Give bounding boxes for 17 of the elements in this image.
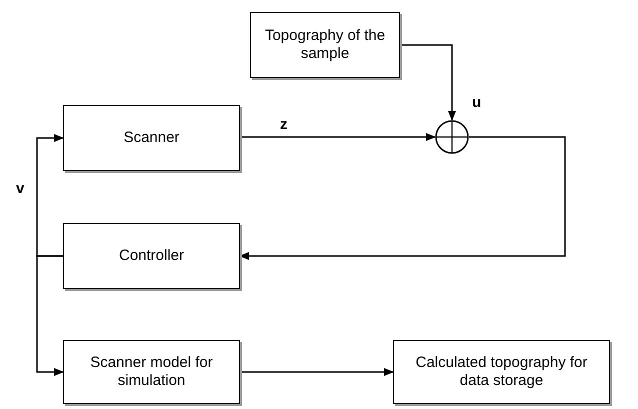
box-label: Controller <box>118 247 186 265</box>
box-label: Scanner <box>122 129 180 147</box>
arrow <box>36 255 64 376</box>
process-box <box>63 223 240 289</box>
arrow <box>240 133 436 141</box>
process-box <box>393 340 610 404</box>
box-label: Calculated topography for data storage <box>414 354 588 390</box>
box-label: Topography of the sample <box>264 27 386 63</box>
arrow <box>36 134 64 257</box>
arrow <box>240 368 394 376</box>
process-box <box>250 12 400 78</box>
summing-junction <box>435 120 469 154</box>
box-label: Scanner model for simulation <box>89 354 214 390</box>
arrow <box>239 136 566 260</box>
arrow <box>400 44 456 121</box>
process-box <box>63 340 240 404</box>
process-box <box>63 105 240 171</box>
